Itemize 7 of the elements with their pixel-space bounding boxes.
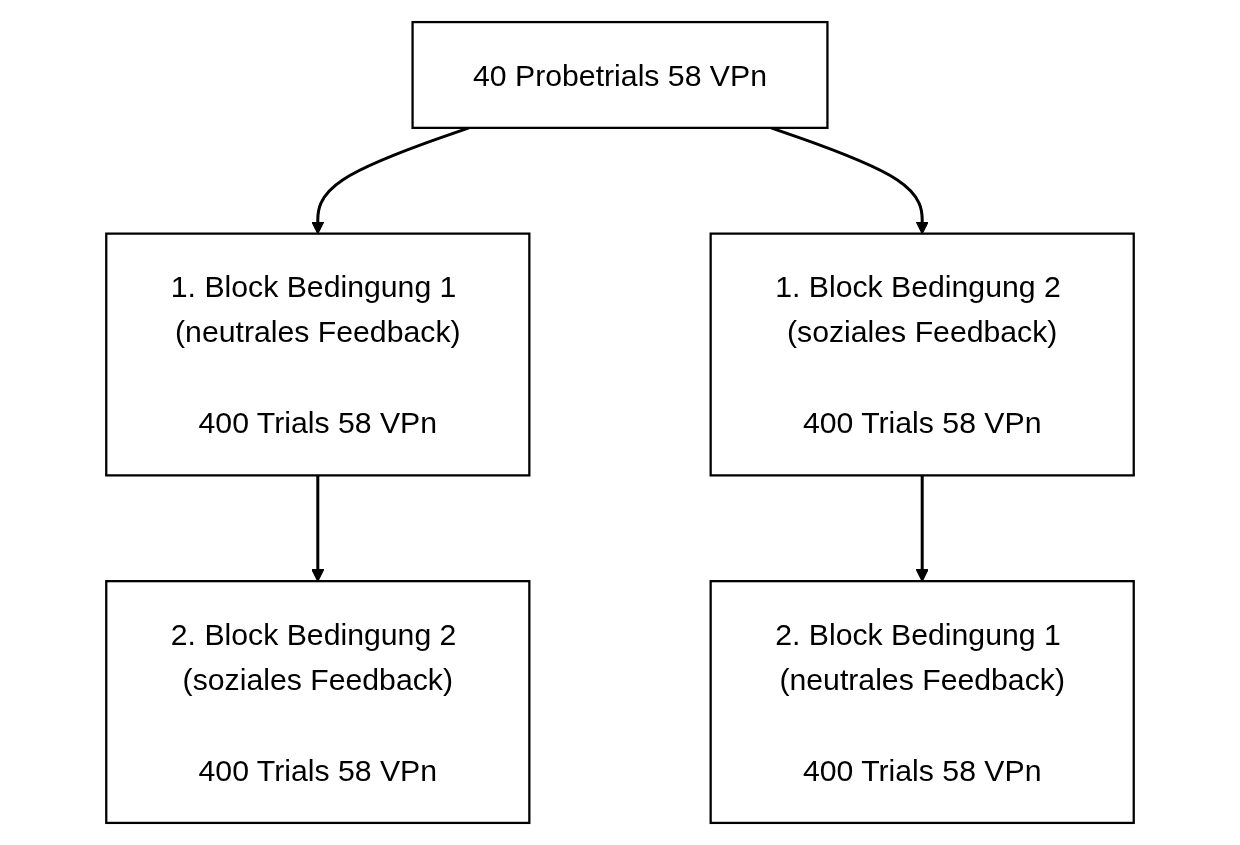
node-box: 2. Block Bedingung 1 (neutrales Feedback) 400 Trials 58 VPn	[709, 580, 1135, 825]
node-box: 1. Block Bedingung 1 (neutrales Feedback) 400 Trials 58 VPn	[105, 232, 531, 477]
arrow	[311, 475, 325, 582]
arrow	[915, 475, 929, 582]
node-box: 40 Probetrials 58 VPn	[411, 20, 829, 129]
node-box: 1. Block Bedingung 2 (soziales Feedback) 400 Trials 58 VPn	[709, 232, 1135, 477]
node-box: 2. Block Bedingung 2 (soziales Feedback) 400 Trials 58 VPn	[105, 580, 531, 825]
